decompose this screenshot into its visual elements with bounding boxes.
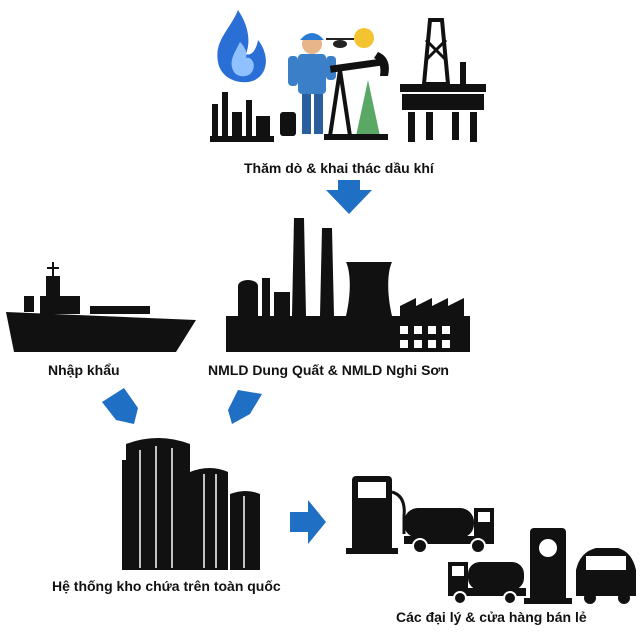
- label-import: Nhập khẩu: [48, 362, 120, 378]
- tanker-truck-icon-2: [448, 562, 526, 605]
- sun-icon: [354, 28, 374, 48]
- arrow-import-to-storage: [102, 388, 138, 424]
- label-exploration: Thăm dò & khai thác dầu khí: [244, 160, 434, 176]
- arrow-refineries-to-storage: [228, 390, 262, 424]
- pumpjack-icon: [324, 52, 389, 140]
- oil-worker-icon: [280, 33, 336, 136]
- fuel-pump-icon: [346, 476, 406, 554]
- tanker-truck-icon: [404, 508, 494, 554]
- tanker-ship-icon: [6, 262, 196, 352]
- label-retail: Các đại lý & cửa hàng bán lẻ: [396, 609, 587, 625]
- storage-tanks-icon: [122, 438, 260, 570]
- label-refineries: NMLD Dung Quất & NMLD Nghi Sơn: [208, 362, 449, 378]
- helicopter-icon: [326, 38, 354, 48]
- label-storage: Hệ thống kho chứa trên toàn quốc: [52, 578, 281, 594]
- refinery-small-icon: [210, 92, 274, 142]
- gas-flame-icon: [217, 10, 266, 83]
- refinery-factory-icon: [226, 218, 470, 352]
- car-icon: [576, 548, 636, 604]
- arrow-exploration-to-refineries: [326, 180, 372, 214]
- offshore-oil-rig-icon: [400, 18, 486, 142]
- fuel-pump-icon-2: [524, 528, 572, 604]
- arrow-storage-to-retail: [290, 500, 326, 544]
